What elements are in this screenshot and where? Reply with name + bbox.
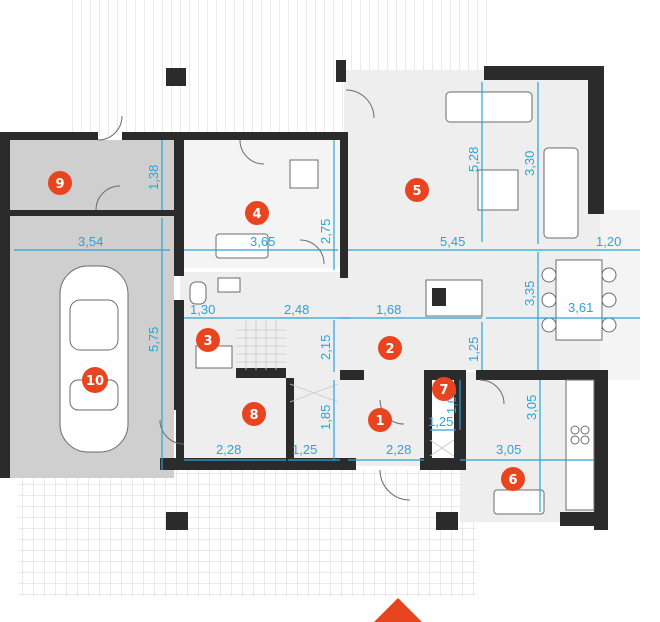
room-marker-4[interactable]: 4	[245, 201, 269, 225]
svg-text:7: 7	[439, 383, 448, 398]
svg-text:8: 8	[249, 408, 258, 423]
svg-text:6: 6	[508, 473, 517, 488]
walls	[0, 60, 608, 530]
dim-label: 3,61	[568, 300, 593, 315]
room-marker-2[interactable]: 2	[378, 336, 402, 360]
room-markers: 1 2 3 4 5 6 7 8 9 10	[48, 171, 525, 491]
dim-label: 1,25	[292, 442, 317, 457]
dim-label: 5,45	[440, 234, 465, 249]
dim-label: 1,30	[190, 302, 215, 317]
dim-label: 1,38	[146, 165, 161, 190]
dim-label: 2,48	[284, 302, 309, 317]
svg-text:9: 9	[55, 177, 64, 192]
room-marker-9[interactable]: 9	[48, 171, 72, 195]
dim-label: 3,30	[522, 151, 537, 176]
dim-label: 1,25	[428, 414, 453, 429]
svg-text:3: 3	[203, 334, 212, 349]
dim-label: 5,75	[146, 327, 161, 352]
room-marker-3[interactable]: 3	[196, 328, 220, 352]
dim-label: 3,05	[496, 442, 521, 457]
dim-label: 5,28	[466, 147, 481, 172]
room-marker-1[interactable]: 1	[368, 408, 392, 432]
svg-text:10: 10	[86, 374, 104, 389]
dim-label: 2,28	[216, 442, 241, 457]
svg-text:2: 2	[385, 342, 394, 357]
room-marker-6[interactable]: 6	[501, 467, 525, 491]
dim-label: 3,65	[250, 234, 275, 249]
dimension-lines	[14, 82, 640, 512]
dim-label: 2,75	[318, 219, 333, 244]
svg-text:5: 5	[412, 184, 421, 199]
dim-label: 1,85	[318, 405, 333, 430]
dim-label: 3,54	[78, 234, 103, 249]
dimension-labels: 3,54 5,75 1,38 3,65 2,75 5,28 3,30 5,45 …	[78, 147, 621, 457]
dim-label: 3,05	[524, 395, 539, 420]
svg-text:1: 1	[375, 414, 384, 429]
room-marker-8[interactable]: 8	[242, 402, 266, 426]
dim-label: 1,25	[466, 337, 481, 362]
dim-label: 1,20	[596, 234, 621, 249]
dim-label: 1,68	[376, 302, 401, 317]
dim-label: 3,35	[522, 281, 537, 306]
entrance-arrow-icon	[374, 598, 422, 622]
entrance-terrace	[18, 470, 476, 596]
svg-text:4: 4	[252, 207, 261, 222]
room-marker-5[interactable]: 5	[405, 178, 429, 202]
room-marker-7[interactable]: 7	[432, 377, 456, 401]
dim-label: 2,15	[318, 335, 333, 360]
dim-label: 2,28	[386, 442, 411, 457]
room-marker-10[interactable]: 10	[82, 367, 108, 393]
